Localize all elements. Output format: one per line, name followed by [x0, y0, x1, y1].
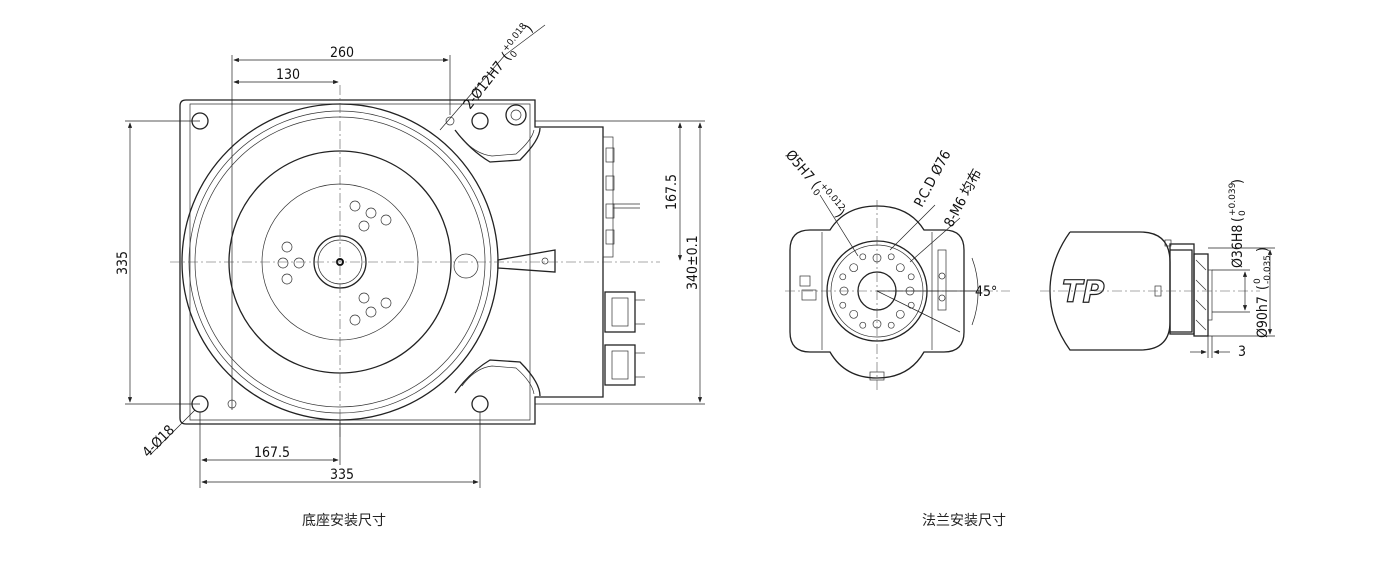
flange-hole — [887, 253, 895, 261]
dim-pin-hole: 2-Ø12H7 — [461, 58, 508, 112]
svg-text:0: 0 — [1253, 278, 1263, 284]
svg-text:0: 0 — [1238, 210, 1248, 216]
svg-text:): ) — [1255, 247, 1271, 252]
dim-260: 260 — [330, 45, 354, 61]
svg-text:(: ( — [1230, 217, 1246, 222]
caption-flange: 法兰安装尺寸 — [922, 513, 1006, 529]
flange-hole — [849, 263, 859, 273]
flange-hole — [849, 309, 859, 319]
flange-hole — [907, 273, 915, 281]
svg-text:+0.039: +0.039 — [1228, 182, 1238, 216]
dim-340: 340±0.1 — [685, 235, 701, 290]
base-plate-outline — [179, 99, 604, 425]
flange-hole — [839, 273, 847, 281]
base-hole-group-top — [349, 200, 392, 232]
flange-hole — [859, 321, 867, 329]
flange-hole — [839, 301, 847, 309]
dim-angle: 45° — [975, 284, 997, 300]
svg-text:-0.035: -0.035 — [1263, 255, 1273, 284]
base-hole-group-bottom — [349, 292, 392, 326]
svg-text:0: 0 — [509, 49, 521, 60]
base-connectors — [602, 136, 645, 386]
svg-text:0: 0 — [810, 188, 822, 199]
dim-depth: 3 — [1238, 344, 1246, 360]
dim-167-5-right: 167.5 — [664, 174, 680, 210]
flange-hole — [859, 253, 867, 261]
base-arm-lever — [497, 249, 556, 273]
base-hole-group-left — [277, 241, 305, 285]
dim-335-vertical: 335 — [115, 251, 131, 275]
dim-130: 130 — [276, 67, 300, 83]
side-flange-plate — [1193, 253, 1209, 337]
dim-flange-pin: Ø5H7 — [782, 147, 817, 184]
flange-hole — [887, 321, 895, 329]
flange-side-view: TP Ø36H8 ( +0.039 0 ) Ø90h7 ( 0 -0.035 )… — [1040, 179, 1275, 360]
caption-base: 底座安装尺寸 — [302, 513, 386, 529]
flange-hole — [907, 301, 915, 309]
dim-mount-holes: 4-Ø18 — [140, 422, 179, 461]
side-logo: TP — [1062, 275, 1104, 310]
base-view: 260 130 2-Ø12H7 ( +0.018 0 ) 335 167.5 3… — [115, 21, 705, 488]
flange-front-view: 45° Ø5H7 ( +0.012 0 ) P.C.D Ø76 8-M6 均布 — [782, 147, 1010, 390]
svg-text:): ) — [1230, 179, 1246, 184]
flange-hole — [895, 263, 905, 273]
dim-pcd: P.C.D Ø76 — [911, 148, 954, 210]
svg-text:(: ( — [1255, 285, 1271, 290]
dim-bore: Ø36H8 — [1230, 225, 1246, 268]
dim-outer: Ø90h7 — [1255, 296, 1271, 338]
base-mount-holes — [191, 104, 527, 413]
flange-body-outline — [789, 205, 965, 379]
flange-hole — [895, 309, 905, 319]
dim-thread: 8-M6 均布 — [941, 166, 985, 230]
flange-thread-holes — [839, 253, 915, 329]
dim-167-5-bottom: 167.5 — [254, 445, 290, 461]
dim-335-bottom: 335 — [330, 467, 354, 483]
